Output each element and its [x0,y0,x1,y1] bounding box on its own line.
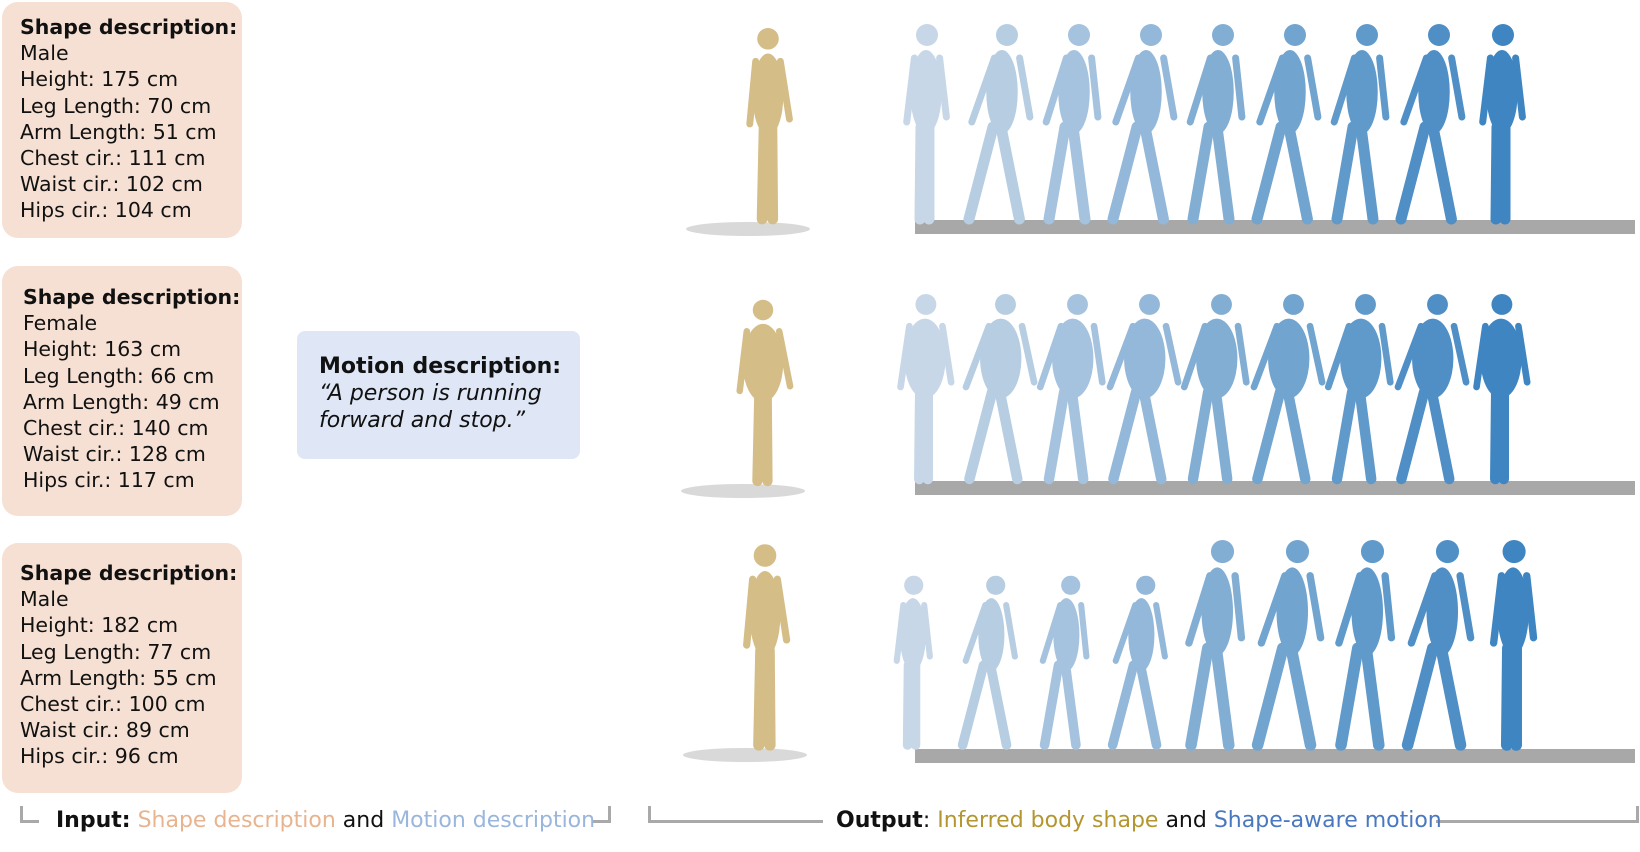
shape-height: Height: 163 cm [23,337,182,362]
motion-frame-figure [1106,294,1182,485]
motion-frame-figure [1489,540,1538,751]
motion-frame-figure [1251,24,1322,225]
motion-description-header: Motion description: [319,354,562,379]
inferred-body-figure [746,28,793,225]
motion-description-text-line1: “A person is running [319,381,542,406]
input-label: Input: [56,808,131,833]
output-and: and [1165,808,1207,833]
shape-waist: Waist cir.: 102 cm [20,172,203,197]
motion-frame-figure [1335,540,1396,751]
inferred-body-figure [736,299,794,487]
shape-height: Height: 182 cm [20,613,179,638]
motion-frame-figure [1330,24,1390,225]
shape-leg-length: Leg Length: 66 cm [23,363,215,388]
input-caption: Input: Shape description and Motion desc… [56,806,595,836]
output-label: Output [836,808,923,833]
motion-frame-figure [1185,540,1246,751]
shape-hips: Hips cir.: 96 cm [20,744,179,769]
motion-floor [915,220,1635,234]
motion-frame-figure [1039,575,1090,750]
shape-description-box-1: Shape description: Male Height: 175 cm L… [2,2,242,238]
body-shadow [686,222,810,236]
shape-waist: Waist cir.: 89 cm [20,718,190,743]
shape-gender: Male [20,41,69,66]
motion-frame-figure [1250,294,1326,485]
shape-hips: Hips cir.: 117 cm [23,468,195,493]
motion-floor [915,481,1635,495]
motion-description-box: Motion description: “A person is running… [297,331,580,459]
motion-floor [915,749,1635,763]
shape-arm-length: Arm Length: 49 cm [23,389,220,414]
motion-frame-figure [963,24,1034,225]
shape-description-header: Shape description: [20,561,238,585]
shape-leg-length: Leg Length: 70 cm [20,93,212,118]
motion-frame-figure [1473,294,1531,485]
shape-description-header: Shape description: [23,285,241,309]
output-bracket-left [648,806,823,823]
shape-chest: Chest cir.: 111 cm [20,146,206,171]
motion-frame-figure [1479,24,1526,225]
motion-frame-figure [962,294,1038,485]
shape-description-header: Shape description: [20,15,238,39]
shape-description-box-3: Shape description: Male Height: 182 cm L… [2,543,242,793]
output-bracket-right [1436,806,1639,823]
motion-frame-figure [1186,24,1246,225]
body-shadow [683,748,807,762]
body-shadow [681,484,805,498]
inferred-body-figure [743,544,791,751]
input-and: and [342,808,385,833]
motion-frame-figure [897,294,955,485]
motion-frame-figure [1180,294,1250,485]
shape-gender: Male [20,587,69,612]
shape-description-box-2: Shape description: Female Height: 163 cm… [2,266,242,516]
output-caption: Output: Inferred body shape and Shape-aw… [836,806,1442,836]
motion-frame-figure [1394,294,1470,485]
motion-frame-figure [1107,575,1168,750]
motion-frame-figure [903,24,950,225]
shape-arm-length: Arm Length: 55 cm [20,665,217,690]
shape-chest: Chest cir.: 140 cm [23,416,209,441]
motion-frame-figure [1042,24,1102,225]
shape-height: Height: 175 cm [20,67,179,92]
input-motion-text: Motion description [391,808,596,833]
motion-frame-figure [1401,540,1475,751]
motion-frame-figure [893,575,933,750]
shape-hips: Hips cir.: 104 cm [20,198,192,223]
shape-arm-length: Arm Length: 51 cm [20,119,217,144]
input-bracket-right [592,806,611,823]
output-inferred-text: Inferred body shape [937,808,1159,833]
motion-frame-figure [1107,24,1178,225]
motion-frame-figure [1395,24,1466,225]
shape-gender: Female [23,311,98,336]
shape-chest: Chest cir.: 100 cm [20,692,206,717]
output-colon: : [922,808,931,833]
motion-frame-figure [1251,540,1325,751]
motion-frame-figure [1036,294,1106,485]
motion-frame-figure [957,575,1018,750]
input-shape-text: Shape description [137,808,336,833]
motion-frame-figure [1324,294,1394,485]
output-shapeaware-text: Shape-aware motion [1213,808,1442,833]
motion-description-text-line2: forward and stop.” [319,408,526,433]
input-bracket-left [20,806,39,823]
shape-leg-length: Leg Length: 77 cm [20,639,212,664]
shape-waist: Waist cir.: 128 cm [23,442,206,467]
